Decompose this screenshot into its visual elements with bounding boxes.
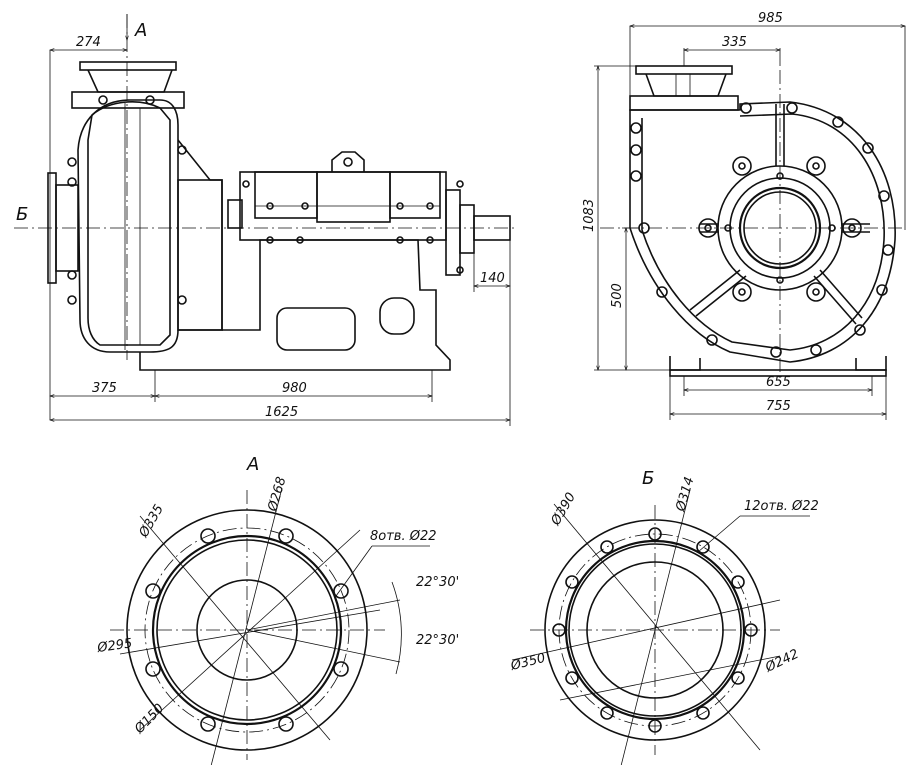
flange-a-holes [145,528,349,732]
section-mark-a: А [134,20,147,41]
dim-a-295: Ø295 [95,636,133,656]
flange-b-title: Б [642,468,654,489]
casing-bolts [67,145,187,305]
dim-980: 980 [282,381,307,396]
dim-a-150: Ø150 [131,701,167,737]
dim-b-holes: 12отв. Ø22 [744,499,819,514]
dim-755: 755 [766,399,791,414]
front-view: 985 335 1083 500 655 755 [582,11,905,420]
petal-bolts [698,156,862,302]
dim-140: 140 [480,271,505,286]
dim-b-350: Ø350 [508,651,547,674]
section-mark-b: Б [16,204,28,225]
dim-b-390: Ø390 [548,490,579,529]
dim-375: 375 [92,381,117,396]
dim-335: 335 [722,35,747,50]
dim-a-335: Ø335 [136,502,167,541]
dim-b-314: Ø314 [673,475,697,514]
dim-a-holes: 8отв. Ø22 [370,529,437,544]
dim-1625: 1625 [265,405,298,420]
housing-bolts [242,180,464,274]
perimeter-bolts [630,102,894,358]
dim-b-242: Ø242 [762,647,801,676]
dim-a-angle1: 22°30' [416,575,459,590]
side-view: А Б 274 375 980 1625 140 [14,14,515,426]
flange-a-view: А Ø335 Ø268 8отв. Ø22 22°30' [95,454,459,765]
flange-a-title: А [246,454,259,475]
dim-a-268: Ø268 [265,475,289,514]
dim-500: 500 [610,283,625,308]
dim-1083: 1083 [582,199,597,232]
dim-985: 985 [758,11,783,26]
dim-655: 655 [766,375,791,390]
front-ribs [689,104,870,325]
dim-274: 274 [76,35,101,50]
flange-b-view: Б Ø390 Ø314 12отв. Ø22 Ø3 [508,468,819,765]
flange-b-holes [552,527,758,733]
dim-a-angle2: 22°30' [416,633,459,648]
